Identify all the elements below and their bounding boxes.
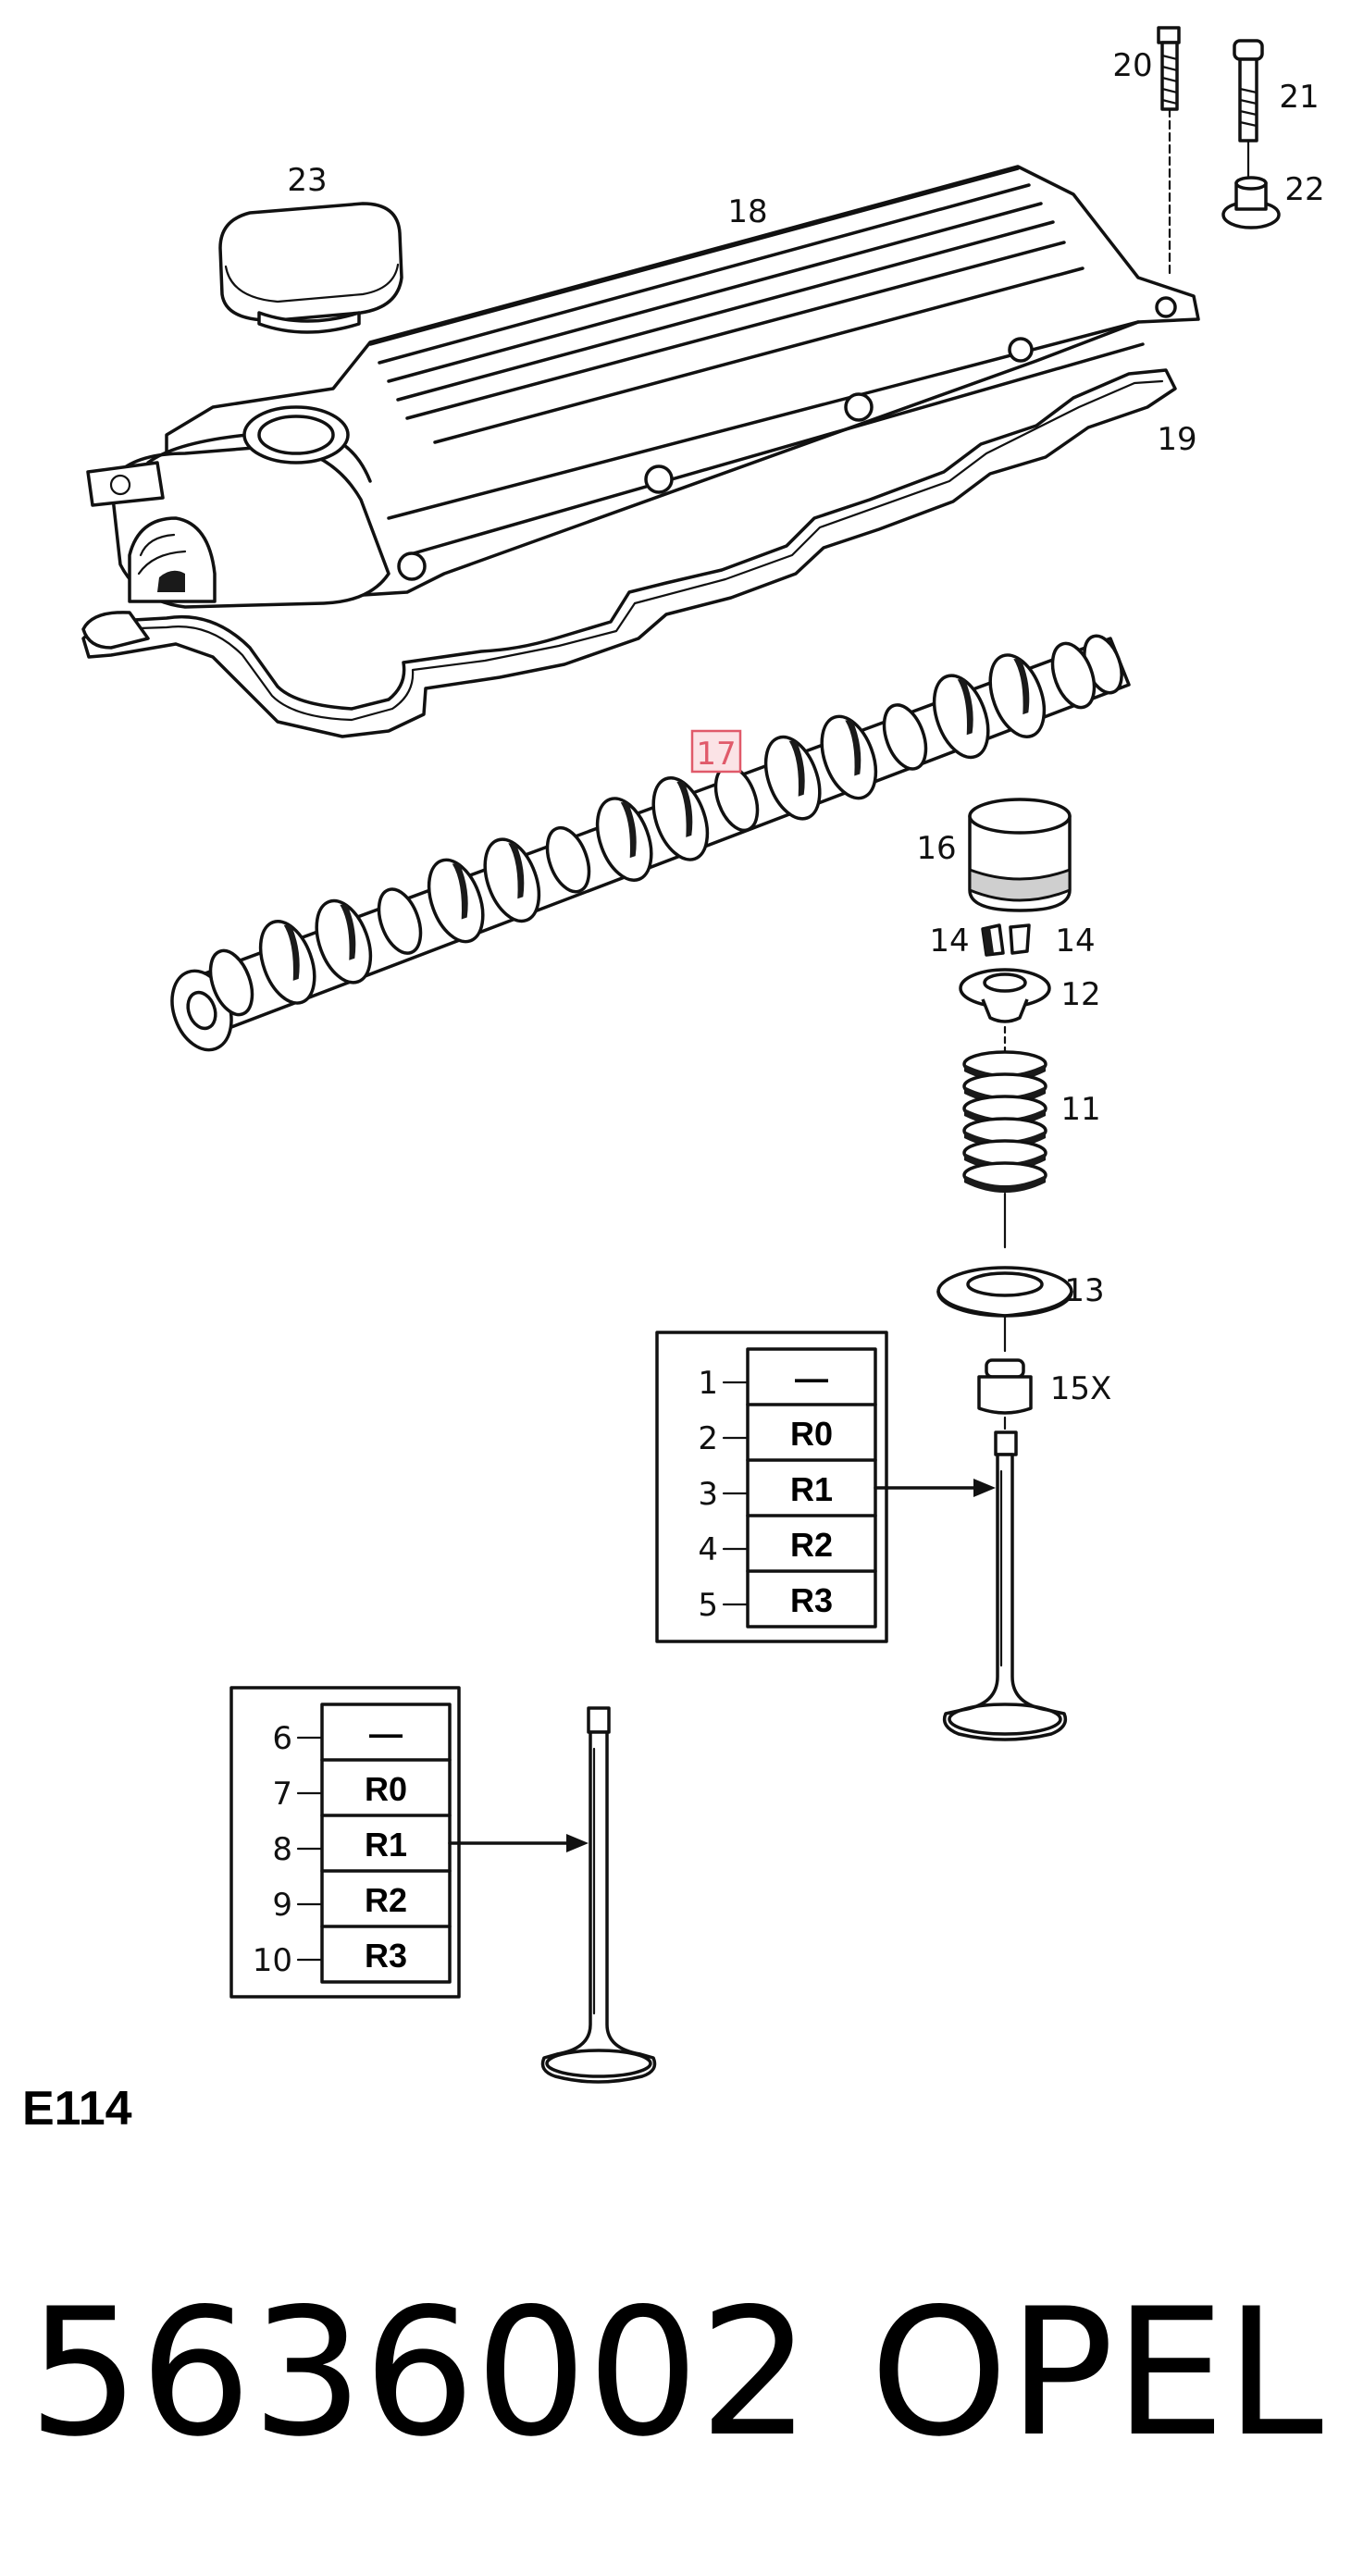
callout-13[interactable]: 13 (1064, 1272, 1104, 1309)
table-lower-row-3-label: R1 (365, 1826, 407, 1864)
table-lower-row-1-label: — (369, 1715, 403, 1752)
callout-18[interactable]: 18 (727, 193, 767, 230)
diagram-code: E114 (22, 2082, 132, 2136)
callout-15x[interactable]: 15X (1050, 1370, 1112, 1407)
cam-lobe (258, 920, 316, 1005)
cam-lobe (427, 858, 485, 944)
cam-lobe (882, 703, 928, 771)
valve-stem-seal-15x[interactable] (977, 1358, 1033, 1430)
washer-22[interactable] (1221, 176, 1281, 229)
spring-seat-13[interactable] (936, 1266, 1073, 1353)
cam-lobe (208, 948, 254, 1017)
cam-lobe-shadow (845, 720, 861, 776)
cam-lobe-shadow (283, 924, 300, 981)
callout-22[interactable]: 22 (1284, 171, 1324, 208)
table-lower-row-2-label: R0 (365, 1770, 407, 1808)
cam-lobe (315, 898, 373, 985)
hydraulic-tappet-16[interactable] (968, 798, 1072, 912)
bolt-20[interactable] (1157, 26, 1181, 279)
table-upper-row-4-label: R2 (790, 1526, 833, 1564)
valve-upper[interactable] (942, 1430, 1068, 1741)
table-lower-row-5-num: 10 (253, 1942, 292, 1979)
cam-lobe (820, 714, 878, 800)
cam-lobe (651, 776, 710, 861)
callout-23[interactable]: 23 (287, 162, 327, 199)
table-upper-row-5-num: 5 (698, 1587, 718, 1624)
callout-11[interactable]: 11 (1060, 1091, 1100, 1128)
part-number: 5636002 (28, 2271, 811, 2475)
valve-size-table-upper: 1 2 3 4 5 — R0 R1 R2 R3 (655, 1331, 996, 1643)
brand-name: OPEL (870, 2271, 1323, 2475)
spring-retainer-12[interactable] (959, 968, 1051, 1053)
cam-lobe-shadow (620, 802, 637, 859)
valve-spring-11[interactable] (962, 1050, 1047, 1249)
table-lower-row-5-label: R3 (365, 1937, 407, 1975)
cam-lobe-shadow (788, 740, 805, 797)
cam-lobe-shadow (957, 679, 973, 736)
camshaft-cover-18[interactable] (86, 165, 1200, 609)
callout-12[interactable]: 12 (1060, 976, 1100, 1013)
cam-lobe (932, 674, 990, 760)
table-upper-row-3-label: R1 (790, 1470, 833, 1508)
cam-lobe (377, 887, 423, 955)
bolt-21[interactable] (1233, 39, 1264, 183)
callout-17-highlight[interactable]: 17 (690, 729, 742, 774)
cam-lobe (1050, 641, 1097, 710)
cam-lobe-shadow (452, 863, 468, 920)
table-lower-row-3-num: 8 (272, 1831, 292, 1868)
table-upper-row-1-num: 1 (698, 1365, 718, 1402)
table-upper-row-5-label: R3 (790, 1581, 833, 1619)
callout-19[interactable]: 19 (1157, 421, 1196, 458)
spring-coil-band (964, 1175, 1046, 1193)
table-upper-row-4-num: 4 (698, 1531, 718, 1568)
callout-14-right[interactable]: 14 (1055, 923, 1095, 960)
cam-lobe (988, 653, 1047, 738)
callout-21[interactable]: 21 (1279, 79, 1319, 116)
table-upper-row-3-num: 3 (698, 1476, 718, 1513)
table-upper-row-1-label: — (795, 1359, 828, 1397)
cam-lobe (595, 797, 653, 882)
table-upper-row-2-num: 2 (698, 1420, 718, 1457)
callout-17[interactable]: 17 (696, 736, 736, 773)
cam-lobe (545, 825, 591, 894)
callout-20[interactable]: 20 (1112, 47, 1152, 84)
table-upper-row-2-label: R0 (790, 1415, 833, 1453)
table-lower-row-2-num: 7 (272, 1776, 292, 1813)
callout-14-left[interactable]: 14 (929, 923, 969, 960)
cam-lobe-shadow (508, 843, 525, 899)
valve-keepers-14[interactable] (981, 923, 1031, 957)
table-lower-row-4-label: R2 (365, 1881, 407, 1919)
cam-lobe (483, 837, 541, 923)
valve-size-table-lower: 6 7 8 9 10 — R0 R1 R2 R3 (229, 1686, 589, 1999)
cover-gasket-19[interactable] (81, 368, 1177, 738)
cam-lobe (763, 735, 822, 821)
callout-16[interactable]: 16 (916, 830, 956, 867)
table-lower-row-4-num: 9 (272, 1887, 292, 1924)
table-lower-row-1-num: 6 (272, 1720, 292, 1757)
oil-filler-cap-23[interactable] (218, 202, 403, 334)
valve-lower[interactable] (540, 1706, 657, 2084)
cam-lobe-shadow (340, 904, 356, 960)
cam-lobe-shadow (1013, 659, 1030, 715)
camshaft-17[interactable] (162, 631, 1131, 1059)
cam-lobe-shadow (676, 781, 693, 837)
